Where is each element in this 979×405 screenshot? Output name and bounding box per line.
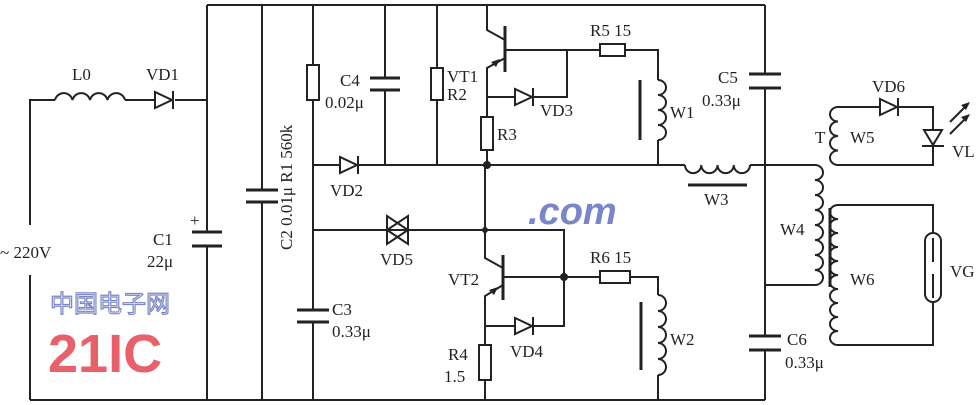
- inductor-W2: [657, 294, 667, 376]
- diac-VD5: [385, 214, 410, 246]
- wire-w2: [630, 276, 659, 400]
- inductor-W6: [829, 204, 839, 346]
- diode-VD4: [514, 316, 535, 336]
- label-C4: C4: [340, 71, 360, 90]
- wire-w5: [838, 106, 934, 166]
- label-L0: L0: [72, 65, 91, 84]
- label-VD1: VD1: [146, 65, 179, 84]
- resistor-R3: [480, 116, 494, 151]
- label-C6-value: 0.33μ: [785, 353, 824, 372]
- wire-c4: [384, 5, 658, 166]
- wire-w1: [625, 49, 659, 165]
- diode-VD2: [339, 155, 360, 175]
- wire-r1-c3: [312, 5, 385, 400]
- junction: [560, 273, 568, 281]
- resistor-R1: [306, 64, 320, 101]
- capacitors-C5-C6: [749, 72, 781, 352]
- label-C2-R1: C2 0.01μ R1 560k: [277, 124, 296, 250]
- capacitor-C2: [246, 188, 278, 204]
- label-R3: R3: [497, 125, 517, 144]
- inductor-L0: [54, 92, 126, 101]
- junction: [482, 227, 488, 233]
- resistor-R4: [478, 344, 492, 381]
- inductor-W1: [657, 79, 667, 141]
- wire-w6: [838, 204, 934, 346]
- diode-VD3: [514, 87, 535, 107]
- label-C1-plus: +: [190, 211, 200, 230]
- label-W2: W2: [670, 330, 695, 349]
- label-R4: R4: [448, 345, 468, 364]
- transistor-VT2: [484, 255, 600, 345]
- inductor-W5: [829, 106, 839, 166]
- label-VD3: VD3: [540, 101, 573, 120]
- arrowheads-icon: [961, 102, 970, 122]
- label-R4-value: 1.5: [444, 367, 465, 386]
- capacitor-C4: [370, 76, 400, 92]
- label-W3: W3: [704, 190, 729, 209]
- watermark-brand: 21IC: [48, 324, 162, 384]
- resistor-R2: [430, 67, 444, 101]
- label-VT2: VT2: [448, 270, 479, 289]
- label-VD6: VD6: [872, 77, 905, 96]
- label-source: ~ 220V: [0, 243, 52, 262]
- label-VD2: VD2: [330, 181, 363, 200]
- label-VG: VG: [950, 262, 975, 281]
- resistor-R5: [599, 43, 626, 57]
- label-T: T: [815, 128, 826, 147]
- label-VT1: VT1: [447, 67, 478, 86]
- label-C5-value: 0.33μ: [702, 91, 741, 110]
- transistor-VT1: [486, 5, 600, 117]
- label-VD4: VD4: [510, 342, 544, 361]
- capacitor-C3: [297, 308, 329, 324]
- label-C3-value: 0.33μ: [332, 322, 371, 341]
- wire-w4: [765, 164, 815, 286]
- watermark-domain: .com: [528, 191, 617, 233]
- label-R6: R6 15: [590, 248, 631, 267]
- label-VD5: VD5: [380, 250, 413, 269]
- diode-VD6: [879, 97, 900, 117]
- label-R2: R2: [447, 85, 467, 104]
- label-VL: VL: [952, 142, 975, 161]
- inductor-W3: [684, 164, 751, 175]
- label-C1: C1: [153, 230, 173, 249]
- watermark: 21IC .com 中国电子网: [48, 191, 617, 384]
- label-C4-value: 0.02μ: [325, 93, 364, 112]
- input-wire: [29, 99, 207, 400]
- label-C1-value: 22μ: [147, 252, 173, 271]
- label-W1: W1: [670, 103, 695, 122]
- led-VL: [922, 129, 944, 147]
- label-C6: C6: [787, 330, 807, 349]
- label-W5: W5: [850, 128, 875, 147]
- label-C5: C5: [718, 68, 738, 87]
- label-W6: W6: [850, 270, 875, 289]
- label-W4: W4: [780, 220, 805, 239]
- watermark-cn: 中国电子网: [50, 290, 170, 318]
- resistor-R6: [599, 270, 631, 284]
- label-C3: C3: [332, 300, 352, 319]
- inductor-W4: [814, 164, 824, 286]
- diode-VD1: [154, 90, 175, 110]
- lamp-VG: [924, 232, 942, 303]
- capacitor-C1: [192, 230, 222, 248]
- label-R5: R5 15: [590, 21, 631, 40]
